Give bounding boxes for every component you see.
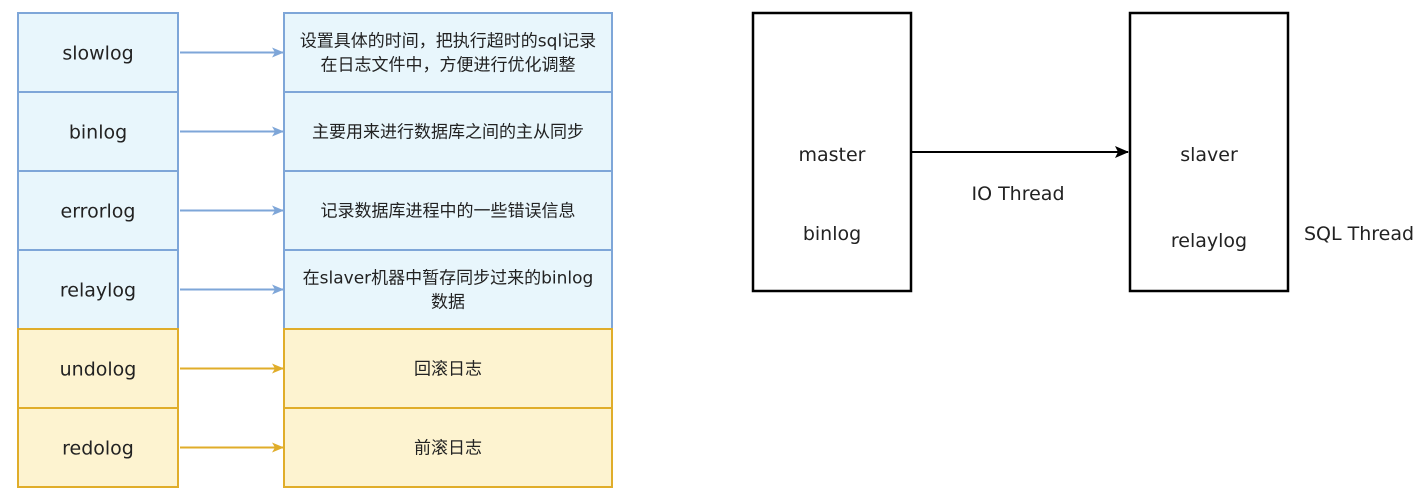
slaver-title: slaver [1180,144,1238,166]
replication-diagram: master binlog slaver relaylog IO Thread … [751,11,1414,293]
slaver-log: relaylog [1171,230,1247,252]
log-name-label: relaylog [60,280,136,302]
slaver-box [1128,11,1290,293]
log-name-cell [17,12,179,93]
io-thread-label: IO Thread [971,183,1064,205]
log-name-label: errorlog [61,201,136,223]
log-name-cell [17,407,179,488]
log-name-label: redolog [62,438,134,460]
log-desc-cell [283,249,613,330]
log-table: slowlog 设置具体的时间，把执行超时的sql记录在日志文件中，方便进行优化调… [17,12,613,488]
log-desc-cell [283,407,613,488]
master-title: master [798,144,865,166]
log-desc-cell [283,12,613,93]
log-desc-line: 主要用来进行数据库之间的主从同步 [312,123,584,143]
master-log: binlog [803,223,861,245]
master-box [751,11,913,293]
log-desc-line: 在日志文件中，方便进行优化调整 [321,56,576,76]
log-desc-line: 回滚日志 [414,360,482,380]
log-desc-line: 在slaver机器中暂存同步过来的binlog [303,269,594,289]
log-name-cell [17,170,179,251]
log-name-label: slowlog [62,43,133,65]
log-name-cell [17,328,179,409]
log-desc-line: 设置具体的时间，把执行超时的sql记录 [300,32,596,52]
log-desc-line: 数据 [431,293,465,313]
log-desc-cell [283,91,613,172]
log-name-label: undolog [60,359,137,381]
log-desc-cell [283,328,613,409]
log-name-label: binlog [69,122,127,144]
log-desc-line: 记录数据库进程中的一些错误信息 [321,202,576,222]
sql-thread-label: SQL Thread [1304,223,1414,245]
log-desc-line: 前滚日志 [414,439,482,459]
log-name-cell [17,91,179,172]
